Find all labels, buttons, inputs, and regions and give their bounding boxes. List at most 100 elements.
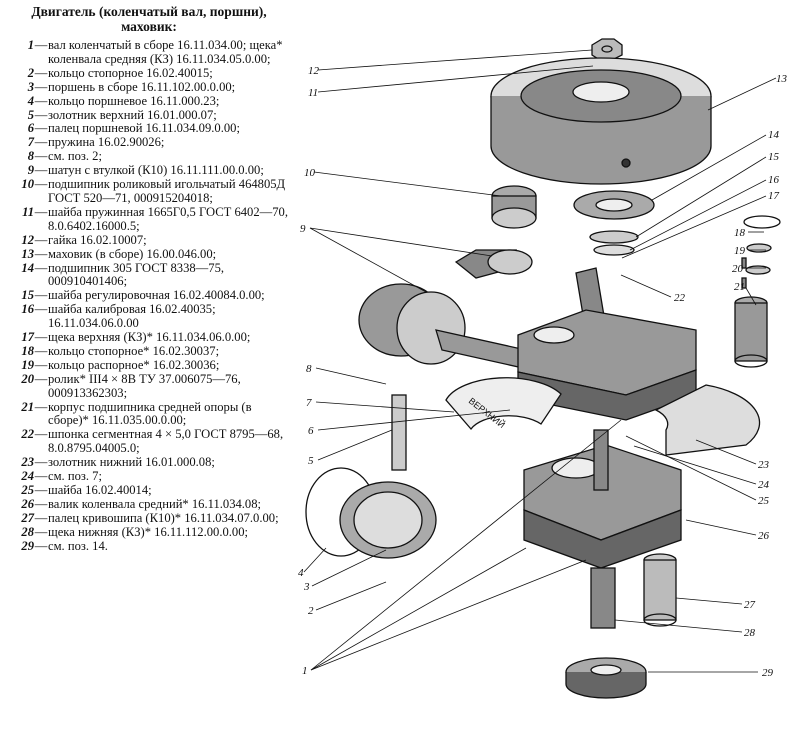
legend-item-text: шатун с втулкой (К10) 16.11.111.00.0.00;: [48, 163, 264, 178]
legend-item: 23—золотник нижний 16.01.000.08;: [4, 455, 294, 470]
callout-8: 8: [306, 363, 312, 375]
ball-bearing-lower: [565, 657, 647, 699]
legend-item-dash: —: [34, 149, 48, 164]
legend-item-text: щека верхняя (КЗ)* 16.11.034.06.0.00;: [48, 330, 251, 345]
legend-item-dash: —: [34, 371, 48, 386]
legend-item-number: 1: [27, 38, 34, 52]
legend-item: 13—маховик (в сборе) 16.00.046.00;: [4, 246, 294, 262]
legend-item-dash: —: [34, 538, 48, 553]
legend-item: 27—палец кривошипа (К10)* 16.11.034.07.0…: [4, 511, 294, 526]
legend-item: 18—кольцо стопорное* 16.02.30037;: [4, 343, 294, 359]
callout-27: 27: [744, 599, 756, 611]
callout-5: 5: [308, 455, 314, 467]
legend-item-text: шайба пружинная 1665Г0,5 ГОСТ 6402—70, 8…: [48, 204, 288, 233]
legend-item-number: 6: [27, 121, 34, 136]
legend-item-dash: —: [34, 330, 48, 345]
legend-item-text: маховик (в сборе) 16.00.046.00;: [48, 246, 217, 261]
legend-title: Двигатель (коленчатый вал, поршни), махо…: [31, 4, 267, 34]
legend-item-dash: —: [34, 107, 48, 122]
callout-7: 7: [306, 397, 312, 409]
legend-item-number: 19: [21, 357, 34, 372]
legend-item-text: см. поз. 7;: [48, 469, 102, 484]
legend-item-text: корпус подшипника средней опоры (в сборе…: [48, 399, 252, 428]
legend-item-number: 11: [22, 204, 34, 219]
legend-item-dash: —: [34, 38, 48, 52]
legend-item-text: ролик* III4 × 8В ТУ 37.006075—76, 000913…: [48, 371, 241, 400]
legend-item-dash: —: [34, 260, 48, 275]
legend-item-dash: —: [34, 357, 48, 372]
legend-item-text: валик коленвала средний* 16.11.034.08;: [48, 496, 262, 511]
legend-item-text: гайка 16.02.10007;: [48, 232, 147, 247]
legend-item-text: золотник верхний 16.01.000.07;: [48, 107, 217, 122]
legend-item: 24—см. поз. 7;: [4, 469, 294, 484]
callout-15: 15: [768, 151, 780, 163]
legend-item: 21—корпус подшипника средней опоры (в сб…: [4, 399, 294, 429]
legend-item-dash: —: [34, 469, 48, 484]
legend-item: 16—шайба калибровая 16.02.40035; 16.11.0…: [4, 302, 294, 331]
callout-2: 2: [308, 605, 314, 617]
legend-item-text: поршень в сборе 16.11.102.00.0.00;: [48, 79, 236, 94]
legend-item-text: подшипник роликовый игольчатый 464805Д Г…: [48, 177, 286, 205]
legend-item-number: 5: [27, 107, 34, 122]
legend-item: 15—шайба регулировочная 16.02.40084.0.00…: [4, 288, 294, 303]
legend-item-text: золотник нижний 16.01.000.08;: [48, 455, 215, 470]
washer-stack: [741, 215, 781, 289]
legend-item-text: шайба калибровая 16.02.40035; 16.11.034.…: [48, 302, 216, 331]
callout-22: 22: [674, 292, 686, 304]
legend-item-number: 22: [21, 427, 34, 442]
legend-item: 8—см. поз. 2;: [4, 149, 294, 164]
valve-plate-upper: [445, 377, 562, 431]
needle-bearing-part: [491, 185, 537, 229]
callout-23: 23: [758, 459, 770, 471]
legend-item: 4—кольцо поршневое 16.11.000.23;: [4, 93, 294, 109]
callout-6: 6: [308, 425, 314, 437]
legend-item: 20—ролик* III4 × 8В ТУ 37.006075—76, 000…: [4, 371, 294, 401]
legend-item-dash: —: [34, 246, 48, 261]
legend-item-text: см. поз. 2;: [48, 149, 102, 164]
legend-item-number: 10: [21, 177, 34, 192]
bearing-housing-part: [734, 296, 768, 368]
legend-item-number: 16: [21, 302, 34, 317]
legend-item-dash: —: [34, 121, 48, 136]
legend-item-number: 24: [21, 469, 34, 484]
legend-item-number: 14: [21, 260, 34, 275]
legend-item-text: шайба 16.02.40014;: [48, 483, 152, 497]
legend-item-dash: —: [34, 455, 48, 470]
legend-item-text: щека нижняя (КЗ)* 16.11.112.00.0.00;: [48, 524, 249, 539]
legend-item: 7—пружина 16.02.90026;: [4, 135, 294, 150]
piston-pin-part: [391, 394, 407, 471]
legend-item-number: 9: [27, 163, 34, 178]
callout-25: 25: [758, 495, 770, 507]
callout-4: 4: [298, 567, 304, 579]
legend-item-number: 28: [21, 524, 34, 539]
legend-list: 1—вал коленчатый в сборе 16.11.034.00; щ…: [4, 38, 294, 554]
legend-item: 29—см. поз. 14.: [4, 538, 294, 554]
crank-pin-part: [643, 553, 677, 627]
callout-3: 3: [303, 581, 310, 593]
legend-item-dash: —: [34, 177, 48, 192]
legend-item-number: 18: [21, 343, 34, 358]
callout-18: 18: [734, 227, 746, 239]
legend-item-dash: —: [34, 399, 48, 414]
parts-legend: Двигатель (коленчатый вал, поршни), махо…: [4, 4, 294, 554]
legend-item: 19—кольцо распорное* 16.02.30036;: [4, 357, 294, 373]
legend-item: 26—валик коленвала средний* 16.11.034.08…: [4, 496, 294, 512]
legend-item-dash: —: [34, 427, 48, 442]
callout-29: 29: [762, 667, 774, 679]
callout-11: 11: [308, 87, 318, 99]
callout-10: 10: [304, 167, 316, 179]
callout-28: 28: [744, 627, 756, 639]
crank-shaft-lower: [590, 567, 616, 629]
legend-item-text: кольцо стопорное* 16.02.30037;: [48, 343, 220, 358]
legend-item-number: 4: [27, 93, 34, 108]
legend-item: 2—кольцо стопорное 16.02.40015;: [4, 66, 294, 81]
legend-item-dash: —: [34, 302, 48, 317]
legend-item-dash: —: [34, 163, 48, 178]
legend-item: 6—палец поршневой 16.11.034.09.0.00;: [4, 122, 294, 136]
connecting-rod-part: [454, 249, 533, 279]
valve-plate-lower: [654, 384, 761, 456]
legend-item-text: вал коленчатый в сборе 16.11.034.00; щек…: [48, 38, 283, 66]
legend-item-dash: —: [34, 496, 48, 511]
piston-upper: [358, 283, 533, 371]
legend-item-dash: —: [34, 288, 48, 303]
